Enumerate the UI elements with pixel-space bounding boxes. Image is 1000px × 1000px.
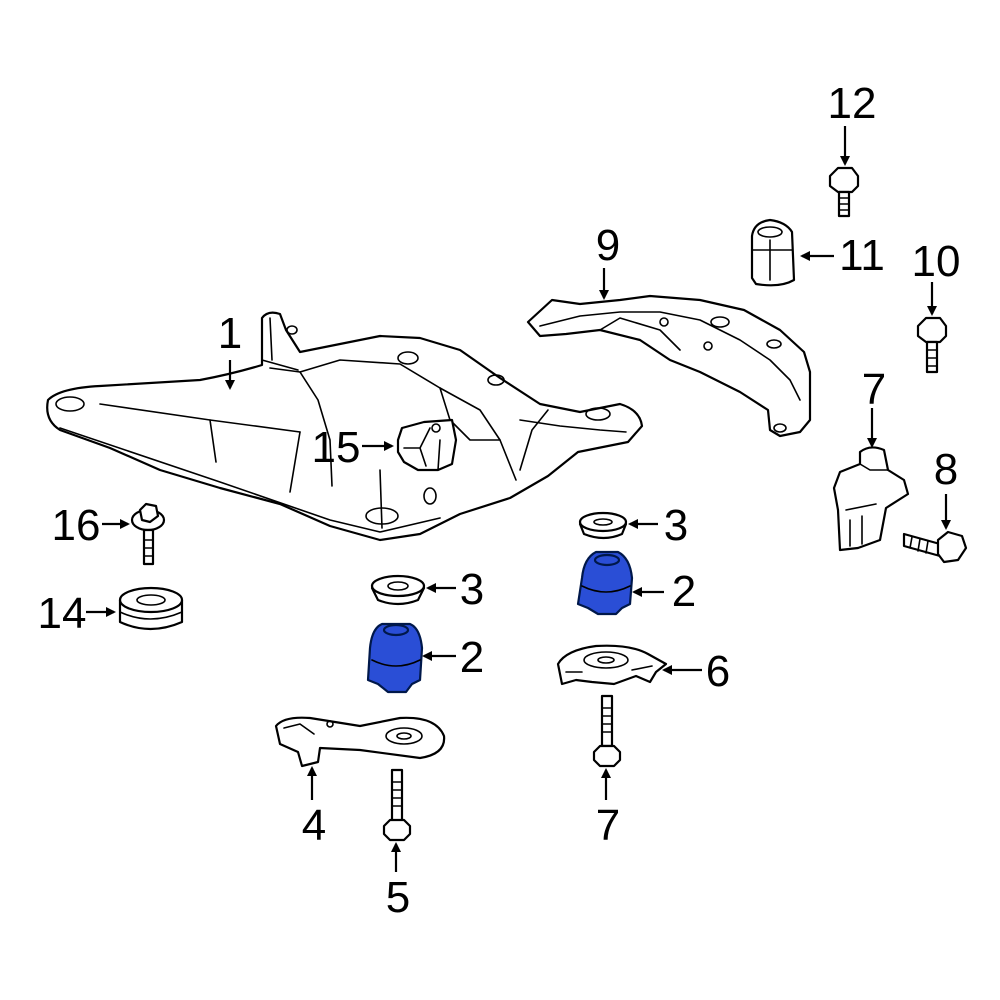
- crossmember-part-10[interactable]: [526, 294, 812, 438]
- bushing-top: [382, 623, 410, 637]
- washer-part-3-left[interactable]: [370, 574, 426, 606]
- callout-16: 16: [52, 501, 101, 550]
- bracket-part-8[interactable]: [832, 446, 910, 552]
- bolt-part-7[interactable]: [592, 694, 622, 768]
- callout-5: 5: [386, 873, 410, 922]
- callout-2-left: 2: [460, 633, 484, 682]
- bushing-body: [366, 622, 424, 694]
- callout-12: 11: [839, 231, 885, 280]
- callout-9: 8: [934, 445, 958, 494]
- callout-2-right: 2: [672, 567, 696, 616]
- callout-8: 7: [862, 365, 886, 414]
- callout-4: 4: [302, 801, 326, 850]
- bushing-top: [593, 553, 621, 567]
- bolt-part-13[interactable]: [828, 166, 860, 218]
- subframe-part-1[interactable]: [46, 311, 644, 542]
- callout-3-left: 3: [460, 565, 484, 614]
- callout-6: 6: [706, 647, 730, 696]
- callout-13: 12: [828, 79, 877, 128]
- bushing-part-2-left[interactable]: [366, 622, 424, 694]
- callout-10: 9: [596, 221, 620, 270]
- callout-3-right: 3: [664, 501, 688, 550]
- washer-part-3-right[interactable]: [578, 511, 628, 540]
- bolt-part-9[interactable]: [902, 530, 968, 564]
- cushion-part-14[interactable]: [118, 586, 184, 631]
- bolt-part-16[interactable]: [130, 502, 166, 566]
- plate-part-6[interactable]: [556, 644, 668, 686]
- callout-15: 15: [312, 423, 361, 472]
- stopper-part-12[interactable]: [750, 218, 796, 287]
- callout-1: 1: [218, 309, 242, 358]
- bolt-part-11[interactable]: [916, 316, 948, 374]
- bushing-body: [576, 550, 634, 616]
- arm-part-4[interactable]: [274, 716, 446, 768]
- bolt-part-5[interactable]: [382, 768, 412, 842]
- callout-7: 7: [596, 801, 620, 850]
- bushing-part-2-right[interactable]: [576, 550, 634, 616]
- callout-11: 10: [912, 237, 961, 286]
- callout-14: 14: [38, 589, 87, 638]
- bracket-part-15[interactable]: [396, 418, 458, 472]
